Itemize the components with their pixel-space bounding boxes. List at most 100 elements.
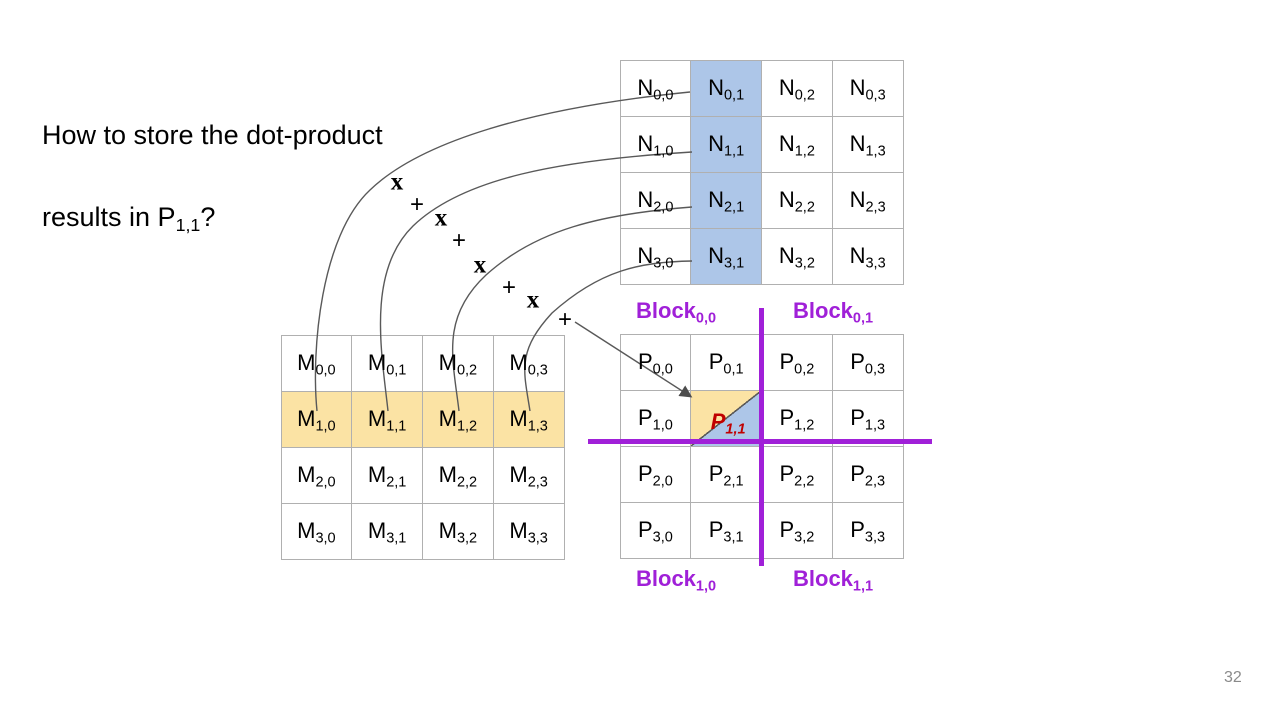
cell-label: N0,1 [708,75,745,104]
cell-subscript: 3,1 [386,530,407,547]
plus-icon: + [451,227,467,255]
cell-m-2-2: M2,2 [422,446,494,504]
cell-label: N2,1 [708,187,745,216]
cell-label: M0,3 [509,350,548,379]
block-divider-horizontal [588,439,932,444]
cell-n-1-0: N1,0 [619,115,692,173]
cell-p-1-3: P1,3 [831,389,904,447]
block-label-subscript: 0,0 [695,310,717,327]
cell-m-2-1: M2,1 [351,446,423,504]
cell-label: M1,1 [367,406,407,435]
cell-label: M1,0 [297,406,336,435]
cell-label: P3,1 [708,517,744,546]
cell-label: N1,3 [849,131,886,160]
cell-label: M1,2 [438,406,478,435]
cell-label: M3,2 [438,518,478,547]
cell-subscript: 2,2 [794,473,815,490]
cell-label: P1,1 [710,409,746,438]
cell-subscript: 3,3 [864,529,886,546]
cell-subscript: 0,1 [723,361,744,378]
cell-subscript: 3,3 [527,530,548,547]
cell-label: M2,2 [438,462,478,491]
cell-n-3-1: N3,1 [690,227,762,285]
cell-label: P0,1 [708,349,744,378]
cell-n-1-2: N1,2 [761,115,833,173]
cell-label: P2,0 [637,461,673,490]
cell-label: M3,1 [367,518,407,547]
cell-m-3-2: M3,2 [422,502,494,560]
cell-n-0-1: N0,1 [690,59,762,117]
cell-m-3-1: M3,1 [351,502,423,560]
cell-subscript: 2,1 [723,473,744,490]
cell-label: P0,3 [850,349,886,378]
cell-label: P1,3 [850,405,886,434]
cell-subscript: 2,0 [652,473,673,490]
cell-subscript: 1,0 [653,143,674,160]
cell-subscript: 0,2 [794,361,815,378]
cell-subscript: 3,1 [723,255,745,272]
block-label-subscript: 1,0 [695,578,717,595]
cell-p-3-3: P3,3 [831,501,904,559]
cell-label: M2,3 [509,462,548,491]
multiply-icon: x [390,168,404,196]
cell-label: N0,2 [778,75,815,104]
block-label-subscript: 0,1 [852,310,874,327]
cell-subscript: 1,2 [456,418,478,435]
cell-subscript: 3,0 [652,529,673,546]
cell-subscript: 0,3 [865,87,886,104]
cell-subscript: 3,0 [315,530,336,547]
cell-subscript: 0,1 [723,87,745,104]
cell-label: M3,0 [297,518,336,547]
cell-m-0-2: M0,2 [422,334,494,392]
cell-subscript: 0,2 [456,362,478,379]
cell-label: N0,3 [849,75,886,104]
cell-n-3-2: N3,2 [761,227,833,285]
cell-m-2-0: M2,0 [280,446,353,504]
cell-n-1-1: N1,1 [690,115,762,173]
cell-m-3-3: M3,3 [492,502,565,560]
page-title: How to store the dot-product results in … [42,74,472,238]
cell-subscript: 0,3 [864,361,886,378]
multiply-icon: x [473,251,487,279]
cell-subscript: 1,2 [794,417,815,434]
block-label-1-1: Block1,1 [793,566,874,595]
cell-p-0-0: P0,0 [619,333,692,391]
cell-m-1-2: M1,2 [422,390,494,448]
cell-label: P2,3 [850,461,886,490]
cell-m-0-0: M0,0 [280,334,353,392]
cell-p-2-1: P2,1 [690,445,762,503]
title-line-2-suffix: ? [200,202,216,232]
cell-n-0-0: N0,0 [619,59,692,117]
cell-label: P1,2 [779,405,815,434]
cell-p-0-2: P0,2 [761,333,833,391]
cell-label: N1,2 [778,131,815,160]
cell-m-1-0: M1,0 [280,390,353,448]
cell-label: M0,1 [367,350,407,379]
cell-subscript: 2,3 [864,473,886,490]
cell-p-0-3: P0,3 [831,333,904,391]
cell-subscript: 0,2 [794,87,815,104]
cell-label: M3,3 [509,518,548,547]
cell-m-0-1: M0,1 [351,334,423,392]
cell-subscript: 3,1 [723,529,744,546]
cell-subscript: 2,0 [315,474,336,491]
multiply-icon: x [434,204,448,232]
cell-label: N3,3 [849,243,886,272]
cell-subscript: 3,2 [794,529,815,546]
cell-n-1-3: N1,3 [831,115,904,173]
cell-m-1-3: M1,3 [492,390,565,448]
cell-subscript: 1,2 [794,143,815,160]
plus-icon: + [501,274,517,302]
cell-subscript: 0,3 [527,362,548,379]
cell-label: M0,2 [438,350,478,379]
cell-label: N0,0 [637,75,674,104]
cell-label: P0,0 [637,349,673,378]
cell-n-3-0: N3,0 [619,227,692,285]
cell-p-2-2: P2,2 [761,445,833,503]
cell-label: N3,0 [637,243,674,272]
cell-m-0-3: M0,3 [492,334,565,392]
cell-subscript: 0,1 [386,362,407,379]
cell-n-2-0: N2,0 [619,171,692,229]
